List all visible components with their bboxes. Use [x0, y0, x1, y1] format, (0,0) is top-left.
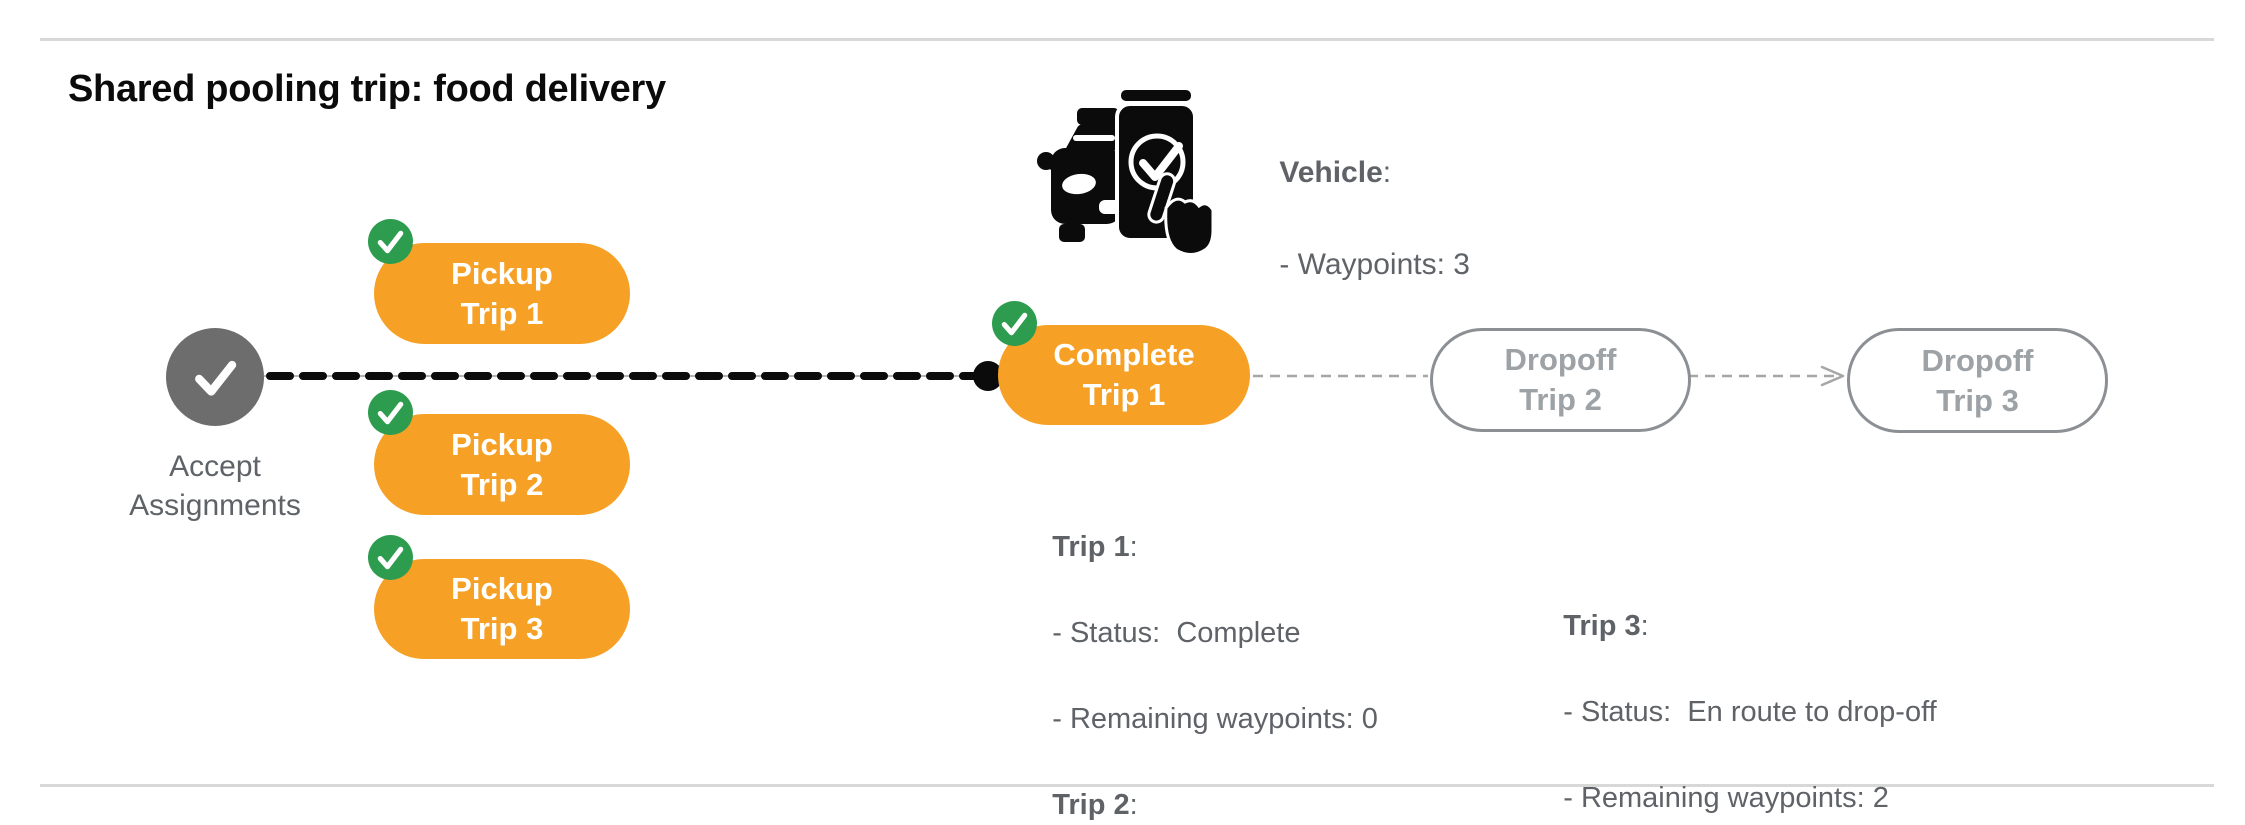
accept-assignments-node [166, 328, 264, 426]
node-complete-trip-1: Complete Trip 1 [992, 301, 1250, 425]
top-divider [40, 38, 2214, 41]
node-dropoff-trip-3: Dropoff Trip 3 [1847, 328, 2108, 433]
arrowhead-icon [1820, 365, 1845, 387]
page-title: Shared pooling trip: food delivery [68, 68, 666, 110]
status-block-trips-1-2: Trip 1: - Status: Complete - Remaining w… [1052, 531, 1378, 821]
check-icon [195, 360, 237, 396]
current-position-dot [973, 361, 1003, 391]
accept-assignments-label: Accept Assignments [129, 450, 301, 522]
vehicle-colon: : [1382, 156, 1392, 189]
check-badge-icon [992, 301, 1037, 346]
car-phone-check-icon [1037, 90, 1215, 256]
check-badge-icon [368, 390, 413, 435]
vehicle-info: Vehicle: - Waypoints: 3 [1246, 104, 1470, 334]
node-pickup-trip-1: Pickup Trip 1 [368, 219, 630, 344]
check-badge-icon [368, 219, 413, 264]
vehicle-waypoints: - Waypoints: 3 [1279, 248, 1470, 281]
node-dropoff-trip-2: Dropoff Trip 2 [1430, 328, 1691, 432]
vehicle-label: Vehicle [1279, 156, 1383, 189]
node-pickup-trip-3: Pickup Trip 3 [368, 535, 630, 659]
status-block-trip-3: Trip 3: - Status: En route to drop-off -… [1563, 610, 1937, 814]
check-badge-icon [368, 535, 413, 580]
bottom-divider [40, 784, 2214, 787]
node-pickup-trip-2: Pickup Trip 2 [368, 390, 630, 515]
